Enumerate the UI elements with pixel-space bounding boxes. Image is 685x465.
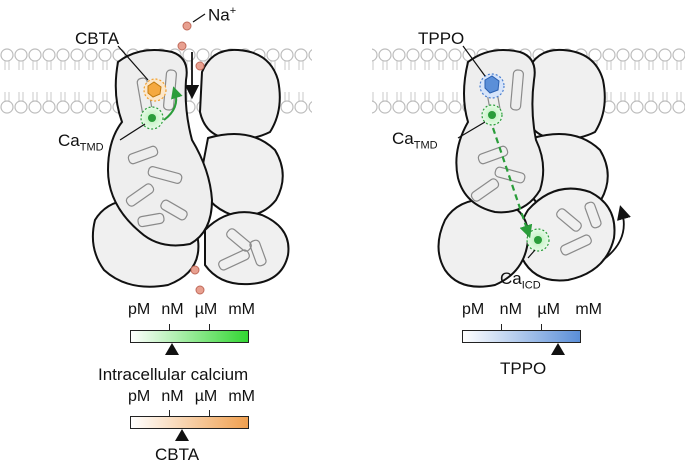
- calcium-scale-title: Intracellular calcium: [98, 365, 249, 384]
- calcium-icd-site: [526, 228, 550, 252]
- calcium-scale-bar: [130, 330, 249, 343]
- ca-tmd-label-right: CaTMD: [392, 129, 438, 152]
- cbta-tick: [169, 410, 171, 417]
- cbta-molecule: [143, 78, 167, 102]
- calcium-level-marker: [164, 343, 179, 355]
- tppo-molecule: [479, 73, 505, 99]
- na-ion-label: Na+: [208, 5, 237, 25]
- tppo-tick: [501, 324, 503, 331]
- tppo-leader: [462, 45, 486, 77]
- cbta-scale-bar: [130, 416, 249, 429]
- tppo-tick: [541, 324, 543, 331]
- ca-icd-leader: [527, 249, 536, 259]
- tppo-level-marker: [551, 343, 566, 355]
- ca-tmd-leader-right: [457, 121, 486, 139]
- calcium-tick: [209, 324, 211, 331]
- calcium-tmd-site-right: [481, 104, 503, 126]
- helix-details-left: [125, 69, 267, 271]
- ca-tmd-leader-left: [119, 123, 146, 141]
- rotation-arrow: [602, 205, 631, 261]
- channel-right: [437, 48, 616, 288]
- tppo-scale-title: TPPO: [500, 359, 547, 378]
- calcium-translocation-arrow: [491, 127, 533, 239]
- helix-details-right: [470, 69, 602, 256]
- ca-tmd-label-left: CaTMD: [58, 131, 104, 154]
- calcium-conformation-arrow: [163, 86, 183, 121]
- cbta-leader: [117, 45, 149, 81]
- ca-icd-label: CaICD: [500, 269, 541, 292]
- cbta-level-marker: [175, 429, 190, 441]
- tppo-scale-bar: [462, 330, 581, 343]
- na-label-leader: [192, 13, 206, 23]
- cbta-label: CBTA: [75, 29, 120, 48]
- cbta-tick: [209, 410, 211, 417]
- tppo-label: TPPO: [418, 29, 465, 48]
- calcium-tmd-site-left: [140, 106, 164, 130]
- cbta-scale-title: CBTA: [155, 445, 200, 464]
- sodium-ions: [177, 21, 205, 295]
- channel-left: [91, 48, 290, 288]
- calcium-tick: [169, 324, 171, 331]
